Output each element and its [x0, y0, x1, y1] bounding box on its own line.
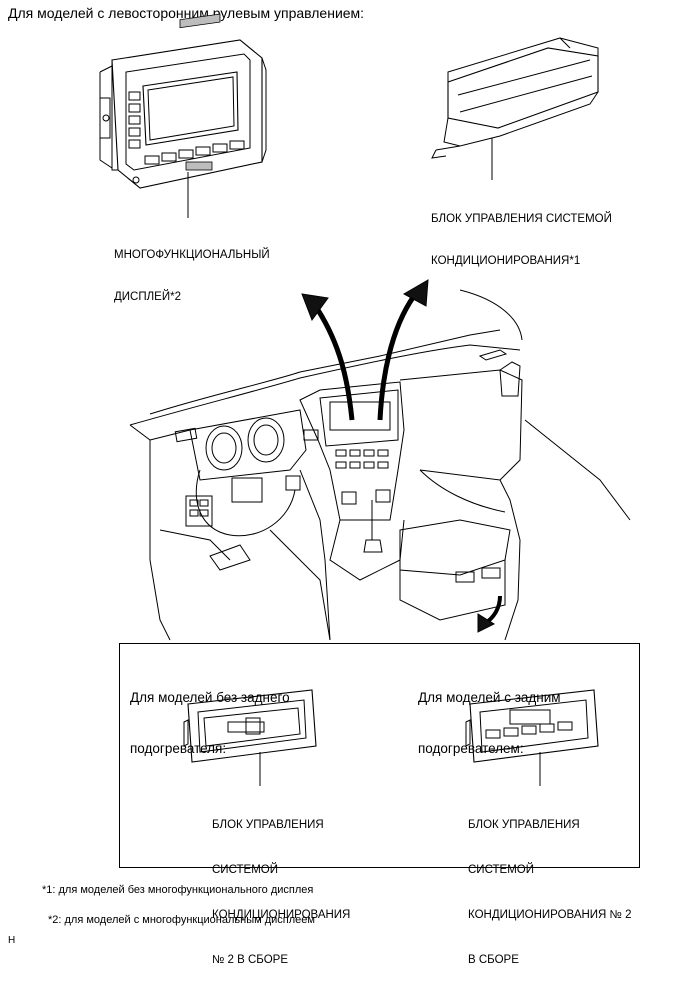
- display-label: МНОГОФУНКЦИОНАЛЬНЫЙ ДИСПЛЕЙ*2: [114, 220, 270, 318]
- display-label-line2: ДИСПЛЕЙ*2: [114, 291, 181, 303]
- corner-mark: H: [8, 935, 16, 946]
- rear-unit-left-label-line2: СИСТЕМОЙ: [212, 864, 278, 876]
- footnote-2: *2: для моделей с многофункциональным ди…: [48, 914, 315, 926]
- rear-unit-with-heater-illustration: [465, 689, 599, 763]
- rear-unit-right-label-line2: СИСТЕМОЙ: [468, 864, 534, 876]
- rear-unit-right-label-line1: БЛОК УПРАВЛЕНИЯ: [468, 819, 580, 831]
- inset-right-heading-line1: Для моделей с задним: [418, 690, 561, 705]
- inset-frame: [119, 643, 640, 868]
- ac-unit-label-line1: БЛОК УПРАВЛЕНИЯ СИСТЕМОЙ: [431, 213, 612, 225]
- rear-unit-right-label: БЛОК УПРАВЛЕНИЯ СИСТЕМОЙ КОНДИЦИОНИРОВАН…: [468, 788, 631, 983]
- rear-unit-left-label-line4: № 2 В СБОРЕ: [212, 954, 288, 966]
- inset-left-heading-line1: Для моделей без заднего: [130, 690, 290, 705]
- multifunction-display-illustration: [99, 13, 267, 189]
- display-label-line1: МНОГОФУНКЦИОНАЛЬНЫЙ: [114, 249, 270, 261]
- arrow-to-display: [301, 293, 355, 421]
- rear-unit-left-label-line3: КОНДИЦИОНИРОВАНИЯ: [212, 909, 351, 921]
- inset-right-heading: Для моделей с задним подогревателем:: [418, 655, 561, 774]
- rear-unit-without-heater-illustration: [183, 689, 317, 763]
- inset-left-heading-line2: подогревателя:: [130, 741, 227, 756]
- arrow-to-ac-unit: [377, 279, 429, 421]
- ac-unit-label-line2: КОНДИЦИОНИРОВАНИЯ*1: [431, 255, 581, 267]
- diagram-canvas: [99, 13, 640, 868]
- inset-right-heading-line2: подогревателем:: [418, 741, 524, 756]
- inset-left-heading: Для моделей без заднего подогревателя:: [130, 655, 290, 774]
- footnote-1: *1: для моделей без многофункционального…: [42, 884, 314, 896]
- dashboard-illustration: [129, 289, 631, 641]
- rear-unit-right-label-line3: КОНДИЦИОНИРОВАНИЯ № 2: [468, 909, 632, 921]
- rear-unit-left-label-line1: БЛОК УПРАВЛЕНИЯ: [212, 819, 324, 831]
- rear-unit-right-label-line4: В СБОРЕ: [468, 954, 519, 966]
- arrow-to-rear-unit: [477, 595, 502, 633]
- ac-unit-label: БЛОК УПРАВЛЕНИЯ СИСТЕМОЙ КОНДИЦИОНИРОВАН…: [431, 184, 612, 282]
- ac-control-unit-illustration: [431, 37, 599, 159]
- page-heading: Для моделей с левосторонним рулевым упра…: [8, 5, 365, 21]
